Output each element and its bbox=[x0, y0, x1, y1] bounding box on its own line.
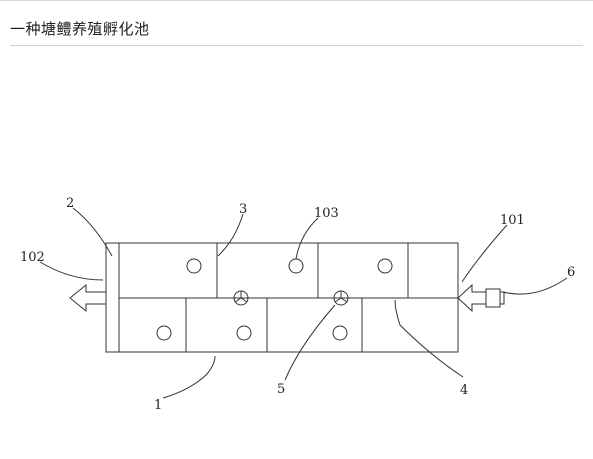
outlet-arrow-icon bbox=[69, 283, 106, 313]
hole bbox=[236, 325, 252, 341]
hole bbox=[332, 325, 348, 341]
hole bbox=[186, 258, 202, 274]
leader-1 bbox=[162, 355, 216, 399]
top-border bbox=[0, 0, 593, 1]
label-6: 6 bbox=[567, 265, 575, 280]
leader-102 bbox=[39, 261, 104, 281]
inlet-arrow-icon bbox=[457, 283, 486, 313]
leader-5 bbox=[284, 304, 336, 381]
leader-103 bbox=[295, 217, 319, 260]
leader-4 bbox=[394, 299, 464, 378]
hole bbox=[156, 325, 172, 341]
leader-2 bbox=[72, 207, 113, 257]
label-101: 101 bbox=[500, 213, 525, 228]
leader-6 bbox=[502, 277, 568, 295]
title-divider bbox=[10, 45, 583, 46]
hole bbox=[288, 258, 304, 274]
inlet-pump-cap bbox=[499, 291, 505, 305]
label-102: 102 bbox=[20, 250, 45, 265]
label-2: 2 bbox=[66, 196, 74, 211]
label-4: 4 bbox=[460, 383, 468, 398]
inlet-pump bbox=[485, 288, 501, 308]
label-3: 3 bbox=[239, 202, 247, 217]
label-5: 5 bbox=[277, 382, 285, 397]
valve-icon bbox=[233, 290, 249, 306]
leader-101 bbox=[461, 224, 508, 283]
label-1: 1 bbox=[154, 398, 162, 413]
label-103: 103 bbox=[314, 206, 339, 221]
valve-icon bbox=[333, 290, 349, 306]
page-title: 一种塘鳢养殖孵化池 bbox=[10, 20, 150, 38]
leader-3 bbox=[217, 213, 244, 257]
hole bbox=[377, 258, 393, 274]
